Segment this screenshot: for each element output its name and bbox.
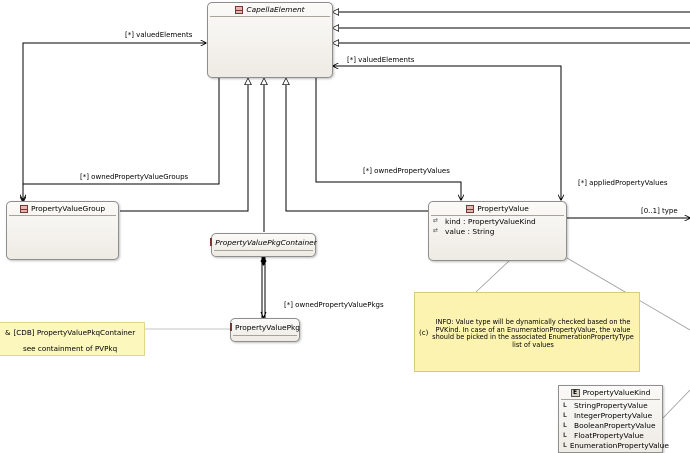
- class-icon: [235, 5, 244, 14]
- literal-icon: L: [563, 421, 567, 429]
- cdb-note[interactable]: & [CDB] PropertyValuePkqContainer see co…: [0, 322, 145, 356]
- attribute-text: kind : PropertyValueKind: [445, 216, 536, 226]
- compartment-divider: [9, 215, 116, 216]
- property-icon: ⇄: [433, 217, 439, 224]
- edge-generalization-group: [120, 78, 248, 212]
- comment-icon: &: [5, 328, 11, 337]
- edge-generalization-property-value: [286, 78, 428, 212]
- class-property-value-group[interactable]: PropertyValueGroup: [6, 201, 119, 260]
- literal-text: FloatPropertyValue: [574, 430, 644, 440]
- attribute-row[interactable]: ⇄ value : String: [429, 226, 566, 236]
- literal-icon: L: [563, 411, 567, 419]
- literal-text: EnumerationPropertyValue: [569, 440, 669, 450]
- class-name: PropertyValuePkg: [235, 322, 300, 332]
- note-line: INFO: Value type will be dynamically che…: [435, 318, 631, 326]
- literal-row[interactable]: L IntegerPropertyValue: [559, 410, 662, 420]
- literal-row[interactable]: L BooleanPropertyValue: [559, 420, 662, 430]
- attribute-text: value : String: [445, 226, 495, 236]
- note-line: list of values: [512, 340, 554, 349]
- compartment-divider: [561, 399, 660, 400]
- enumeration-icon: E: [570, 388, 580, 397]
- class-icon: [230, 323, 232, 331]
- class-icon: [19, 204, 28, 213]
- compartment-divider: [431, 215, 564, 216]
- compartment-divider: [233, 335, 297, 336]
- note-body: see containment of PVPkq: [23, 344, 118, 353]
- literal-icon: L: [563, 431, 567, 439]
- class-capella-element[interactable]: CapellaElement: [207, 2, 333, 78]
- note-line: should be picked in the associated Enume…: [432, 333, 634, 342]
- edge-label-valued-elements-right: [*] valuedElements: [347, 56, 415, 64]
- edge-label-owned-property-value-groups: [*] ownedPropertyValueGroups: [80, 173, 189, 181]
- attribute-row[interactable]: ⇄ kind : PropertyValueKind: [429, 216, 566, 226]
- class-icon: [466, 204, 475, 213]
- class-property-value-pkg-container[interactable]: PropertyValuePkgContainer: [210, 233, 317, 257]
- literal-text: IntegerPropertyValue: [574, 410, 653, 420]
- literal-text: BooleanPropertyValue: [574, 420, 656, 430]
- literal-row[interactable]: L StringPropertyValue: [559, 400, 662, 410]
- note-anchor-kind: [662, 389, 690, 419]
- edge-label-owned-property-values: [*] ownedPropertyValues: [363, 167, 450, 175]
- class-name: PropertyValue: [477, 204, 529, 213]
- edge-label-type: [0..1] type: [641, 207, 678, 215]
- class-icon: [210, 238, 213, 246]
- edge-owned-property-values: [316, 78, 461, 200]
- class-property-value-pkg[interactable]: PropertyValuePkg: [230, 318, 300, 342]
- edge-label-owned-property-value-pkgs: [*] ownedPropertyValuePkgs: [284, 301, 384, 309]
- edge-owned-property-value-groups: [23, 78, 219, 200]
- note-marker: (c): [419, 329, 429, 337]
- literal-text: StringPropertyValue: [574, 400, 648, 410]
- edge-valued-elements-right: [333, 66, 561, 200]
- note-title: [CDB] PropertyValuePkqContainer: [13, 328, 136, 337]
- edge-label-applied-property-values: [*] appliedPropertyValues: [578, 179, 668, 187]
- class-name: CapellaElement: [246, 5, 305, 14]
- enum-name: PropertyValueKind: [582, 388, 651, 397]
- edge-label-valued-elements-left: [*] valuedElements: [125, 31, 193, 39]
- literal-icon: L: [563, 441, 567, 449]
- literal-row[interactable]: L FloatPropertyValue: [559, 430, 662, 440]
- class-property-value[interactable]: PropertyValue ⇄kind : PropertyValueKind …: [428, 201, 567, 261]
- compartment-divider: [214, 250, 313, 251]
- literal-icon: L: [563, 401, 567, 409]
- info-note[interactable]: (c) INFO: Value type will be dynamically…: [414, 292, 640, 372]
- property-icon: ⇄: [433, 227, 439, 234]
- note-line: PVKind. In case of an EnumerationPropert…: [435, 325, 631, 334]
- class-name: PropertyValueGroup: [30, 204, 106, 213]
- class-name: PropertyValuePkgContainer: [215, 237, 317, 247]
- compartment-divider: [210, 16, 330, 17]
- note-anchor-info: [475, 259, 511, 293]
